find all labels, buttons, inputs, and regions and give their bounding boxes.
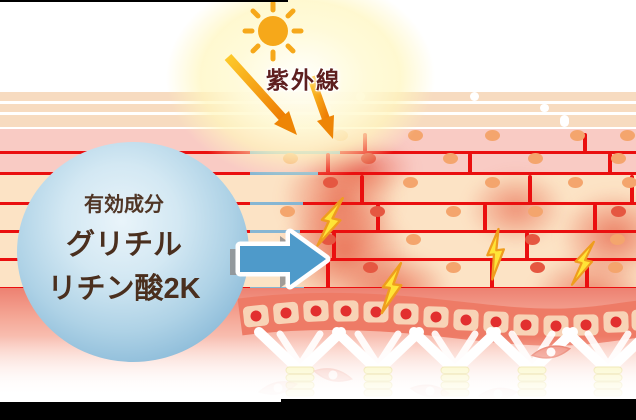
bottom-black-bar (281, 399, 636, 404)
uv-ray-arrow-icon (307, 75, 334, 139)
band-gap (560, 115, 569, 127)
ingredient-heading: 有効成分 (84, 194, 164, 216)
uv-label: 紫外線 (266, 67, 341, 93)
band-gap (470, 92, 479, 101)
ingredient-bubble: 有効成分 グリチル リチン酸2K (17, 142, 249, 362)
basal-layer-band (237, 292, 636, 346)
right-arrow-icon (230, 228, 331, 290)
uv-ray-arrow-icon (224, 53, 297, 135)
inflamed-patch (466, 170, 566, 246)
basal-cells (242, 300, 636, 337)
ingredient-name-line1: グリチル (65, 229, 182, 261)
ingredient-name-line2: リチン酸2K (47, 272, 201, 305)
band-gap (540, 104, 549, 112)
ingredient-text: 有効成分 グリチル リチン酸2K (17, 188, 231, 311)
top-black-line (0, 0, 288, 2)
healthy-border-segment (250, 230, 300, 233)
cell-border-line (0, 230, 636, 233)
bottom-black-bar (0, 402, 636, 420)
sun-icon (242, 0, 304, 62)
